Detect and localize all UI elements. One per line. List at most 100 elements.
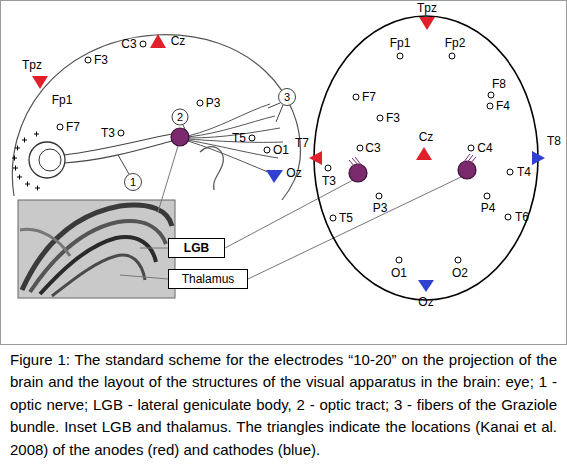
plus-sign [17, 175, 22, 180]
lgb-fibers [349, 157, 362, 168]
eye-charges [12, 132, 40, 191]
inset-texture [20, 229, 70, 256]
lgb-body [171, 128, 189, 146]
anode-triangle [309, 151, 322, 165]
plus-sign [25, 182, 30, 187]
electrode [85, 57, 91, 63]
electrode-group [325, 53, 513, 263]
electrode [357, 145, 363, 151]
electrode-label: C3 [121, 37, 136, 51]
electrode-label: T5 [232, 131, 246, 145]
electrode-label: Oz [418, 295, 433, 309]
structure-box: Thalamus [168, 269, 248, 289]
anode-triangle [150, 34, 166, 48]
eye [29, 142, 65, 178]
plus-sign [12, 156, 17, 161]
box-text: LGB [184, 241, 209, 255]
electrode [325, 165, 331, 171]
pointer-line [248, 177, 461, 279]
cathode-triangle [266, 170, 283, 183]
electrode [505, 214, 511, 220]
leader-line [118, 155, 129, 174]
electrode-label: F8 [492, 77, 506, 91]
leader-line [268, 103, 280, 108]
electrode [484, 193, 490, 199]
electrode-label: P3 [206, 96, 221, 110]
electrode-label: Oz [286, 166, 301, 180]
electrode [197, 100, 203, 106]
electrode-label: Cz [419, 130, 434, 144]
lgb-circle [458, 161, 476, 179]
electrode-label: F7 [66, 120, 80, 134]
lgb-fibers [463, 154, 476, 165]
electrode [488, 92, 494, 98]
optic-nerve [64, 141, 172, 163]
cathode-triangle [418, 280, 434, 292]
electrode-label: O1 [273, 143, 289, 157]
box-text: Thalamus [182, 272, 235, 286]
optic-nerve [64, 134, 172, 155]
plus-sign [13, 166, 18, 171]
anode-triangle [416, 147, 432, 160]
electrode-label: T6 [515, 210, 529, 224]
leader-line [276, 105, 283, 122]
plus-sign [22, 138, 27, 143]
plus-sign [34, 132, 39, 137]
pointer-line [120, 275, 168, 279]
electrode [330, 215, 336, 221]
electrode [264, 147, 270, 153]
callout-circle [125, 174, 142, 191]
electrode-label: T8 [547, 134, 561, 148]
electrode-label: Fp1 [52, 93, 73, 107]
callout-number: 1 [130, 175, 136, 189]
figure-caption: Figure 1: The standard scheme for the el… [10, 349, 557, 461]
electrode-label: Fp2 [445, 36, 466, 50]
plus-sign [35, 186, 40, 191]
pointer-line [140, 248, 168, 249]
electrode [377, 115, 383, 121]
cathode-triangle [532, 151, 545, 165]
electrode-label: T7 [295, 136, 309, 150]
fiber [188, 141, 268, 172]
inset-photo [18, 200, 175, 298]
electrode-label: P4 [481, 201, 496, 215]
eye-lens [39, 149, 61, 171]
ear [200, 147, 223, 190]
lgb-circle [349, 164, 367, 182]
electrode-label: Tpz [22, 58, 42, 72]
electrode-label: C3 [365, 141, 380, 155]
head-profile [12, 35, 300, 200]
electrode [455, 257, 461, 263]
fiber [188, 116, 275, 137]
callout-circle [172, 109, 188, 125]
electrode-label: F7 [362, 90, 376, 104]
electrode [449, 53, 455, 59]
pointer-line [158, 146, 178, 212]
electrode-label: Cz [171, 34, 186, 48]
callout-number: 3 [284, 90, 290, 104]
electrode-label: T3 [101, 126, 115, 140]
electrode-label: T5 [339, 211, 353, 225]
optic-radiation [188, 104, 283, 172]
electrode [396, 257, 402, 263]
electrode-group [57, 41, 270, 153]
electrode [249, 135, 255, 141]
callout-circle [279, 89, 296, 106]
electrode-label: Fp1 [390, 36, 411, 50]
electrode-label: F4 [496, 99, 510, 113]
electrode [57, 124, 63, 130]
electrode [118, 130, 124, 136]
inset-frame [18, 200, 175, 298]
head-top-view [314, 16, 538, 300]
plus-sign [15, 146, 20, 151]
electrode [468, 145, 474, 151]
electrode-label: O2 [452, 266, 468, 280]
structure-box: LGB [168, 238, 225, 258]
figure-frame [1, 1, 567, 345]
electrode-label: T3 [322, 174, 336, 188]
electrode [487, 103, 493, 109]
electrode-label: F3 [386, 111, 400, 125]
electrode-label: T4 [517, 165, 531, 179]
electrode-label: O1 [391, 266, 407, 280]
